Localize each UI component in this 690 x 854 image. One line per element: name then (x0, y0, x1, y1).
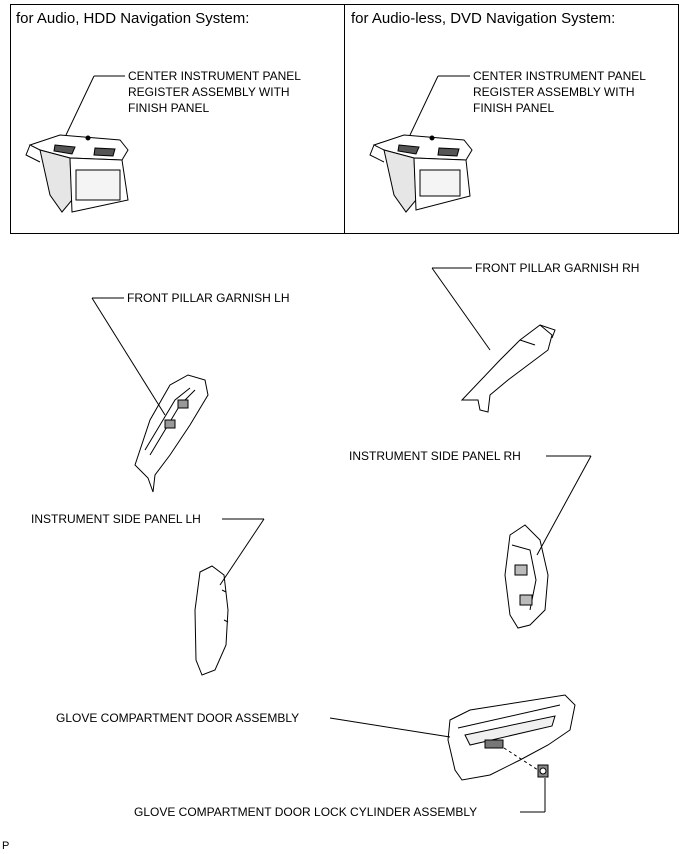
leader-glove-door (329, 717, 451, 738)
center-panel-left-drawing (25, 134, 129, 213)
leader-center-left (65, 75, 95, 136)
label-front-pillar-lh: FRONT PILLAR GARNISH LH (127, 291, 290, 305)
front-pillar-rh-drawing (460, 324, 556, 413)
leader-pillar-rh (431, 267, 491, 351)
footer-code: P (2, 840, 10, 852)
label-center-panel-right-2: REGISTER ASSEMBLY WITH (473, 85, 635, 99)
label-front-pillar-rh: FRONT PILLAR GARNISH RH (475, 261, 640, 275)
leader-side-rh (536, 455, 592, 556)
side-panel-rh-drawing (504, 524, 549, 629)
front-pillar-lh-drawing (134, 374, 209, 493)
label-glove-door: GLOVE COMPARTMENT DOOR ASSEMBLY (56, 711, 300, 725)
label-center-panel-left-3: FINISH PANEL (128, 101, 210, 115)
leader-center-right (409, 75, 439, 136)
leader-pillar-lh (91, 297, 166, 416)
label-center-panel-right-3: FINISH PANEL (473, 101, 555, 115)
header-left-title: for Audio, HDD Navigation System: (16, 10, 250, 27)
leader-side-lh (219, 518, 265, 586)
label-center-panel-left-1: CENTER INSTRUMENT PANEL (128, 69, 301, 83)
side-panel-lh-drawing (194, 565, 229, 676)
label-glove-lock: GLOVE COMPARTMENT DOOR LOCK CYLINDER ASS… (134, 805, 478, 819)
center-panel-right-drawing (369, 134, 473, 213)
label-side-panel-rh: INSTRUMENT SIDE PANEL RH (349, 449, 521, 463)
label-side-panel-lh: INSTRUMENT SIDE PANEL LH (31, 512, 201, 526)
header-right-title: for Audio-less, DVD Navigation System: (351, 10, 616, 27)
label-center-panel-right-1: CENTER INSTRUMENT PANEL (473, 69, 646, 83)
lock-cylinder-drawing (503, 747, 549, 778)
label-center-panel-left-2: REGISTER ASSEMBLY WITH (128, 85, 290, 99)
header-table (10, 4, 679, 234)
glove-door-drawing (447, 694, 576, 781)
